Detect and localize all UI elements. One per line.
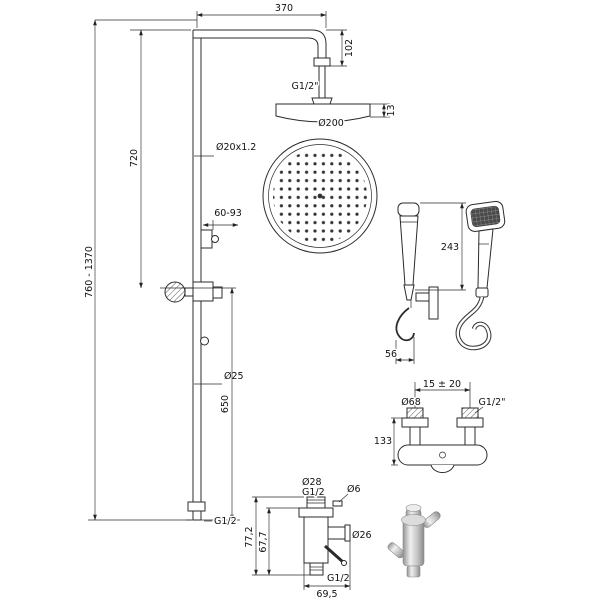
mixer-body (192, 281, 214, 302)
slider-knob (211, 235, 219, 243)
wall-mixer-view (397, 407, 488, 473)
diverter-pin (332, 500, 343, 507)
arm-flange (313, 57, 331, 67)
right-escutcheon (456, 417, 484, 428)
mixer-bar-body (397, 444, 488, 466)
handshower-holder-view (395, 202, 439, 342)
dim-diverter-width: 69,5 (316, 589, 337, 600)
slider-bracket (200, 229, 213, 249)
dim-head-thickness: 13 (386, 104, 397, 116)
holder-arm (415, 292, 430, 302)
wall-plate (428, 286, 439, 320)
bottom-nut (187, 501, 206, 512)
showerhead-face-view (262, 138, 378, 254)
label-head-thread: G1/2" (291, 81, 318, 92)
dim-handshower-length: 243 (441, 242, 459, 253)
label-pin-diameter: Ø6 (347, 484, 361, 495)
spray-face (470, 205, 501, 228)
dimension-lines: 370 102 G1/2" Ø200 13 720 760 - 1370 Ø20… (83, 2, 508, 600)
dim-diverter-height-inner: 67,7 (258, 531, 269, 552)
diverter-side-port (327, 526, 346, 540)
handshower-hose-view (455, 200, 506, 351)
dim-upper-height: 720 (129, 149, 140, 167)
hose-hook (395, 307, 415, 342)
dim-lower-height: 650 (220, 395, 231, 413)
render-bottom-outlet (406, 565, 421, 578)
dim-arm-length: 370 (275, 3, 293, 14)
label-diverter-top-diameter: Ø28 (302, 477, 322, 488)
label-slider-range: 60-93 (214, 208, 242, 219)
label-escutcheon-diameter: Ø68 (401, 397, 421, 408)
dim-valve-height: 133 (374, 436, 392, 447)
lock-knob (200, 336, 209, 346)
diverter-body (303, 516, 329, 564)
diverter-render (387, 504, 441, 578)
label-pipe-spec: Ø20x1.2 (216, 142, 256, 153)
shower-column-outline (164, 29, 331, 521)
diverter-bottom-port (309, 562, 324, 576)
mixer-outlet-dome (430, 464, 455, 473)
left-escutcheon (401, 417, 429, 428)
label-head-diameter: Ø200 (318, 118, 344, 129)
diverter-top-port (306, 496, 326, 509)
label-valve-thread: G1/2" (478, 397, 505, 408)
diverter-knob (212, 286, 223, 299)
dim-arm-drop: 102 (344, 39, 355, 57)
label-diverter-body-diameter: Ø26 (352, 530, 372, 541)
diverter-section-view (298, 496, 351, 576)
mixer-handle (165, 282, 185, 302)
dim-valve-spacing: 15 ± 20 (423, 379, 461, 390)
label-pipe-diameter: Ø25 (224, 371, 244, 382)
dim-total-height: 760 - 1370 (84, 246, 95, 298)
dim-holder-depth: 56 (385, 349, 397, 360)
dim-diverter-height-outer: 77,2 (244, 526, 255, 547)
label-column-thread: G1/2 (214, 516, 237, 527)
label-diverter-top-thread: G1/2 (302, 487, 325, 498)
label-diverter-bottom-thread: G1/2 (327, 573, 350, 584)
render-body (402, 519, 425, 567)
diverter-flange (298, 507, 334, 518)
showerhead-side-view (275, 97, 371, 123)
diverter-lever (324, 544, 344, 564)
